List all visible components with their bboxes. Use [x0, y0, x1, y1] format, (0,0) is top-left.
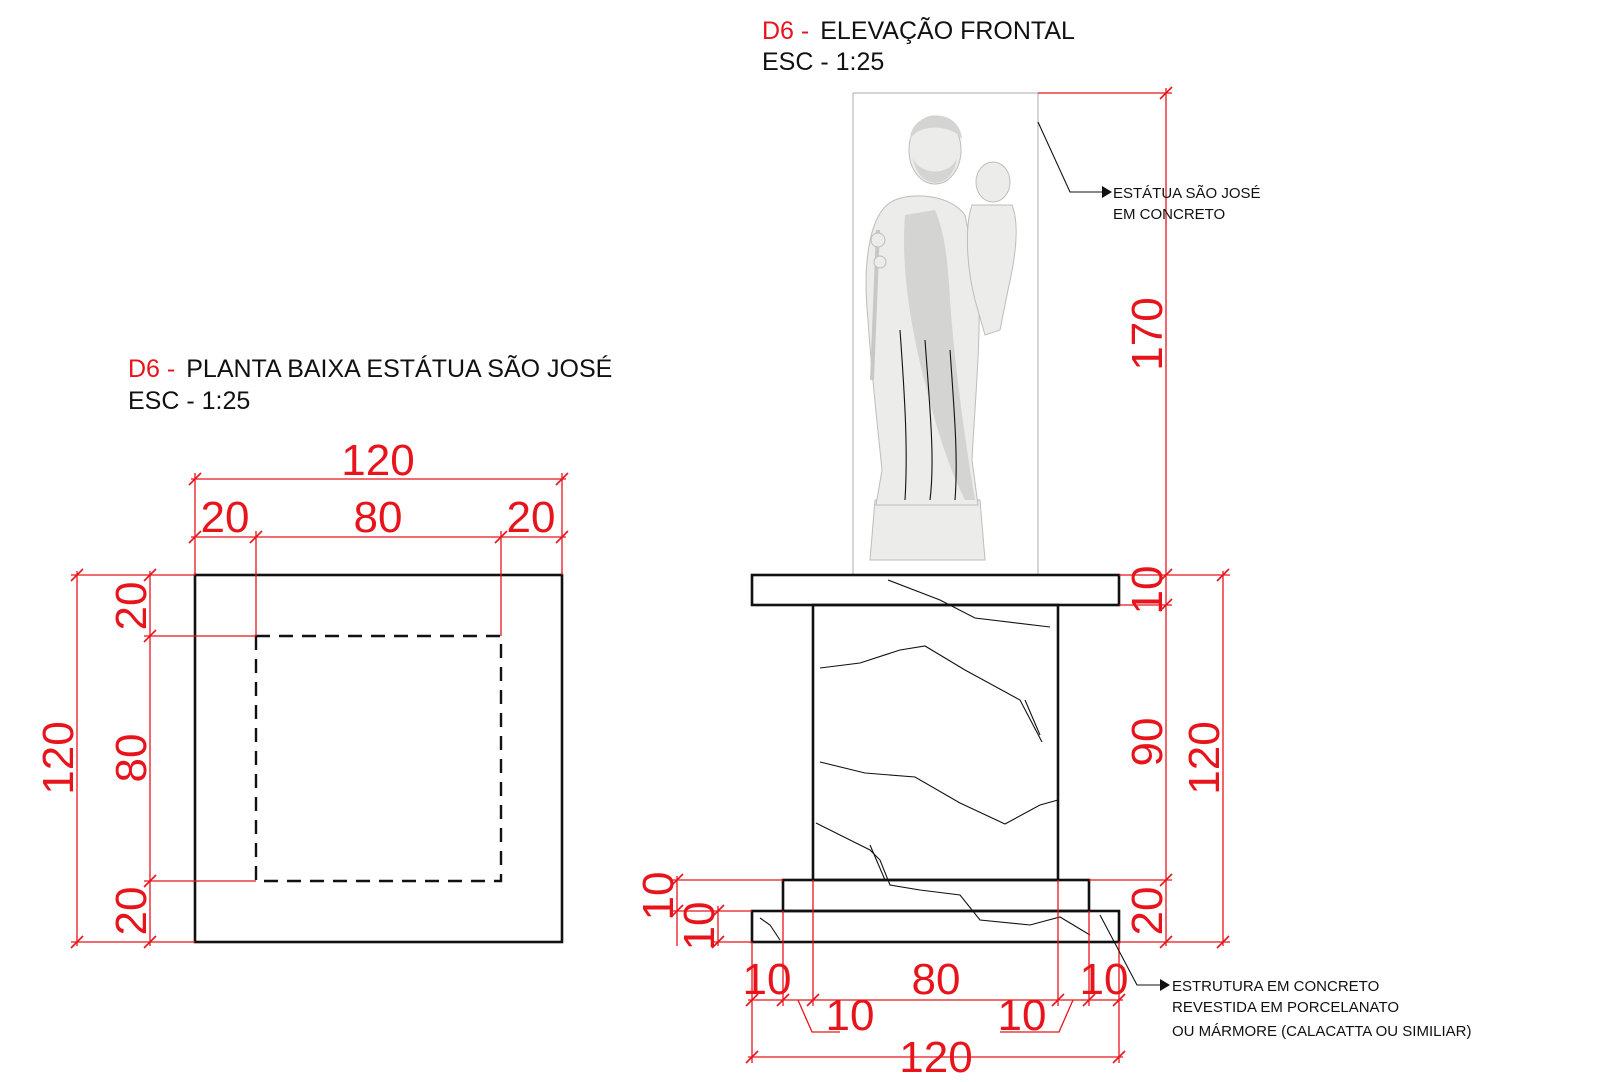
plan-title: D6 - PLANTA BAIXA ESTÁTUA SÃO JOSÉ	[128, 354, 612, 383]
structure-note-line2: REVESTIDA EM PORCELANATO	[1172, 999, 1399, 1016]
structure-note-line1: ESTRUTURA EM CONCRETO	[1172, 978, 1379, 995]
plan-scale: ESC - 1:25	[128, 387, 250, 415]
plan-view	[193, 573, 564, 944]
plan-dim-top-left: 20	[201, 493, 250, 542]
structure-note-line3: OU MÁRMORE (CALACATTA OU SIMILIAR)	[1172, 1023, 1471, 1040]
plan-dim-left-total: 120	[34, 721, 83, 794]
statue-note-line1: ESTÁTUA SÃO JOSÉ	[1113, 185, 1261, 202]
plan-inner-dashed-square	[254, 634, 503, 883]
elevation-title-code: D6 -	[762, 17, 809, 45]
pedestal-column	[811, 603, 1060, 882]
elev-dim-bottom-total: 120	[899, 1033, 972, 1082]
elev-dim-bottom-left: 10	[743, 955, 792, 1004]
arrow-right-icon	[1102, 186, 1112, 198]
elev-dim-bottom-center: 80	[912, 955, 961, 1004]
plan-dim-top-total: 120	[341, 436, 414, 485]
plan-title-code: D6 -	[128, 355, 175, 383]
pedestal-lower-step	[750, 909, 1121, 944]
marble-veins	[759, 579, 1091, 941]
elevation-right-dimensions: 170 10 90 20 120	[1038, 86, 1230, 949]
structure-note: ESTRUTURA EM CONCRETO REVESTIDA EM PORCE…	[1099, 914, 1471, 1040]
plan-dim-left-center: 80	[107, 734, 156, 783]
plan-dim-top-right: 20	[507, 493, 556, 542]
elevation-title-block: D6 - ELEVAÇÃO FRONTAL ESC - 1:25	[762, 16, 1075, 76]
elev-dim-bottom-right: 10	[1080, 955, 1129, 1004]
elev-dim-column: 90	[1123, 718, 1172, 767]
elev-dim-top-slab: 10	[1123, 566, 1172, 615]
plan-dim-left-bottom: 20	[107, 887, 156, 936]
elev-dim-step-1: 10	[634, 872, 683, 921]
plan-title-block: D6 - PLANTA BAIXA ESTÁTUA SÃO JOSÉ ESC -…	[128, 354, 612, 415]
elev-dim-statue-height: 170	[1123, 297, 1172, 370]
elev-dim-inner-left: 10	[826, 991, 875, 1040]
elev-dim-base-steps: 20	[1123, 887, 1172, 936]
statue-note-line2: EM CONCRETO	[1113, 206, 1225, 223]
plan-left-dimensions: 120 20 80 20	[34, 568, 256, 949]
elev-dim-inner-right: 10	[998, 991, 1047, 1040]
elevation-bottom-dimensions: 10 80 10 10 10 120	[743, 880, 1129, 1082]
plan-top-dimensions: 120 20 80 20	[188, 436, 569, 636]
elevation-title-text: ELEVAÇÃO FRONTAL	[820, 16, 1075, 45]
pedestal-top-slab	[750, 573, 1121, 607]
arrow-right-icon	[1160, 979, 1170, 991]
elevation-title: D6 - ELEVAÇÃO FRONTAL	[762, 16, 1075, 45]
statue-note: ESTÁTUA SÃO JOSÉ EM CONCRETO	[1037, 121, 1261, 223]
pedestal-upper-step	[781, 878, 1091, 913]
elev-dim-step-2: 10	[675, 902, 724, 951]
elevation-scale: ESC - 1:25	[762, 48, 884, 76]
elev-dim-total-height: 120	[1180, 721, 1229, 794]
plan-dim-top-center: 80	[354, 493, 403, 542]
statue-image	[852, 92, 1039, 576]
plan-outer-square	[193, 573, 564, 944]
pedestal	[750, 573, 1121, 944]
plan-dim-left-top: 20	[107, 582, 156, 631]
plan-title-text: PLANTA BAIXA ESTÁTUA SÃO JOSÉ	[186, 354, 612, 383]
elevation-left-dimensions: 10 10	[634, 872, 783, 951]
